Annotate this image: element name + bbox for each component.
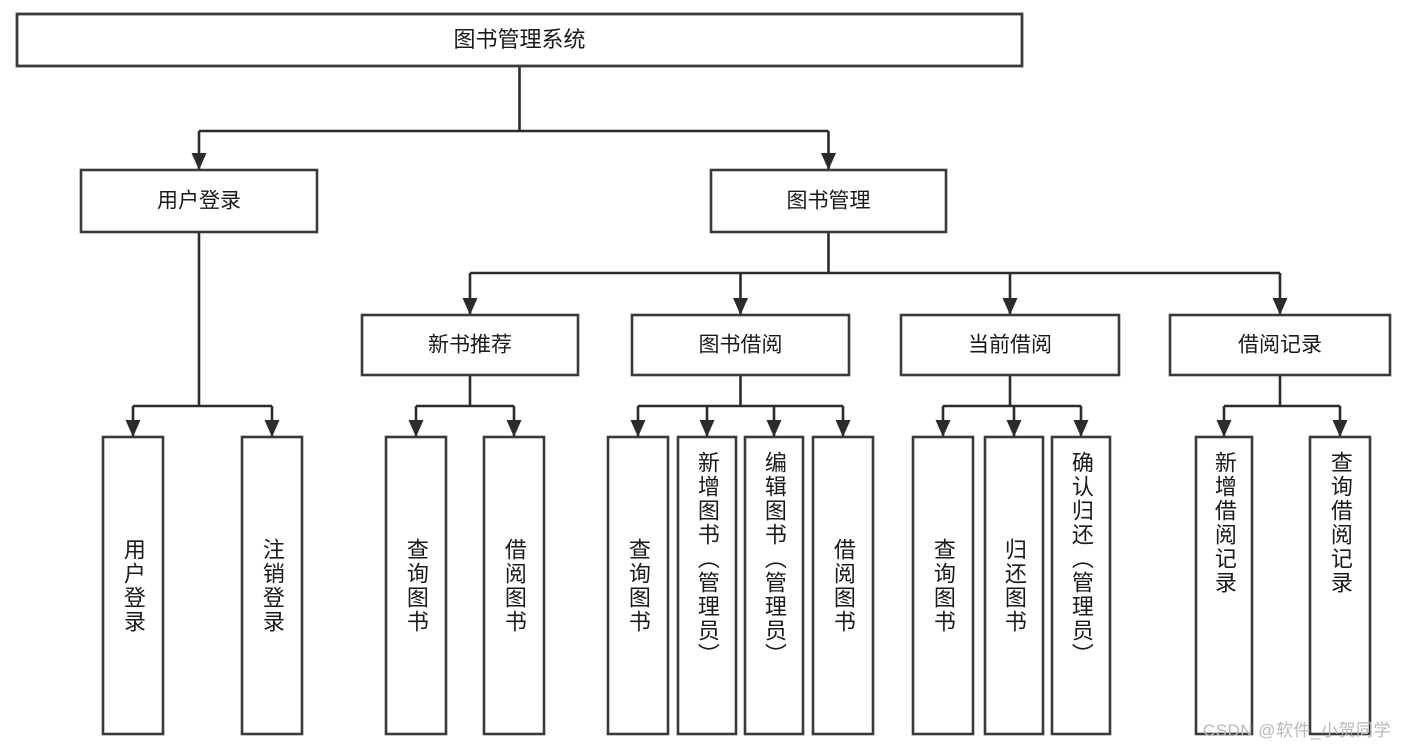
node-new-book-recommend[interactable] (360, 313, 580, 377)
node-book-manage-box[interactable] (709, 168, 948, 234)
node-leaf-borrow-book-1-box[interactable] (482, 435, 546, 736)
root-node[interactable] (15, 12, 1024, 68)
arrow-head-icon (630, 420, 646, 437)
arrow-head-icon (125, 420, 141, 437)
node-book-borrow-box[interactable] (630, 313, 851, 377)
arrow-head-icon (1272, 298, 1288, 315)
watermark: CSDN @软件_小贺同学 (1202, 721, 1391, 740)
node-borrow-record-box[interactable] (1168, 313, 1392, 377)
arrow-head-icon (462, 298, 478, 315)
node-book-manage-label: 图书管理 (787, 190, 871, 213)
node-leaf-add-book-box[interactable] (676, 435, 738, 736)
arrow-head-icon (1216, 420, 1232, 437)
arrow-head-icon (699, 420, 715, 437)
node-leaf-user-logout[interactable] (240, 435, 304, 736)
root-node-label: 图书管理系统 (453, 27, 585, 52)
node-leaf-user-login-box[interactable] (101, 435, 165, 736)
node-leaf-add-book[interactable] (676, 435, 738, 736)
arrow-head-icon (1073, 420, 1089, 437)
connector-layer (125, 66, 1348, 437)
root-node-box[interactable] (15, 12, 1024, 68)
node-leaf-user-login[interactable] (101, 435, 165, 736)
node-leaf-query-book-2-box[interactable] (606, 435, 670, 736)
node-leaf-query-book-1-box[interactable] (384, 435, 448, 736)
node-leaf-query-record[interactable] (1308, 435, 1372, 736)
node-leaf-query-book-3-box[interactable] (911, 435, 975, 736)
node-leaf-return-book[interactable] (983, 435, 1045, 736)
node-leaf-edit-book[interactable] (743, 435, 805, 736)
arrow-head-icon (1002, 298, 1018, 315)
node-leaf-query-book-3[interactable] (911, 435, 975, 736)
node-leaf-add-record-box[interactable] (1194, 435, 1254, 736)
node-current-borrow[interactable] (899, 313, 1121, 377)
node-leaf-borrow-book-1[interactable] (482, 435, 546, 736)
node-new-book-recommend-label: 新书推荐 (428, 334, 512, 357)
arrow-head-icon (506, 420, 522, 437)
node-leaf-query-record-box[interactable] (1308, 435, 1372, 736)
node-borrow-record[interactable] (1168, 313, 1392, 377)
node-current-borrow-label: 当前借阅 (968, 334, 1052, 357)
arrow-head-icon (935, 420, 951, 437)
node-leaf-query-book-1[interactable] (384, 435, 448, 736)
node-user-login[interactable] (79, 168, 319, 234)
arrow-head-icon (264, 420, 280, 437)
node-book-borrow[interactable] (630, 313, 851, 377)
node-leaf-confirm-return-box[interactable] (1050, 435, 1112, 736)
arrow-head-icon (766, 420, 782, 437)
node-leaf-return-book-box[interactable] (983, 435, 1045, 736)
node-leaf-add-record[interactable] (1194, 435, 1254, 736)
arrow-head-icon (191, 153, 207, 170)
node-borrow-record-label: 借阅记录 (1238, 334, 1322, 357)
arrow-head-icon (733, 298, 748, 315)
arrow-head-icon (1006, 420, 1022, 437)
node-leaf-confirm-return[interactable] (1050, 435, 1112, 736)
arrow-head-icon (821, 153, 836, 170)
arrow-head-icon (1332, 420, 1348, 437)
node-leaf-user-logout-box[interactable] (240, 435, 304, 736)
node-leaf-query-book-2[interactable] (606, 435, 670, 736)
node-leaf-borrow-book-2[interactable] (811, 435, 875, 736)
node-leaf-edit-book-box[interactable] (743, 435, 805, 736)
node-book-borrow-label: 图书借阅 (699, 334, 783, 357)
arrow-head-icon (835, 420, 851, 437)
node-user-login-box[interactable] (79, 168, 319, 234)
arrow-head-icon (408, 420, 424, 437)
node-user-login-label: 用户登录 (157, 190, 241, 213)
node-book-manage[interactable] (709, 168, 948, 234)
node-leaf-borrow-book-2-box[interactable] (811, 435, 875, 736)
node-new-book-recommend-box[interactable] (360, 313, 580, 377)
node-current-borrow-box[interactable] (899, 313, 1121, 377)
